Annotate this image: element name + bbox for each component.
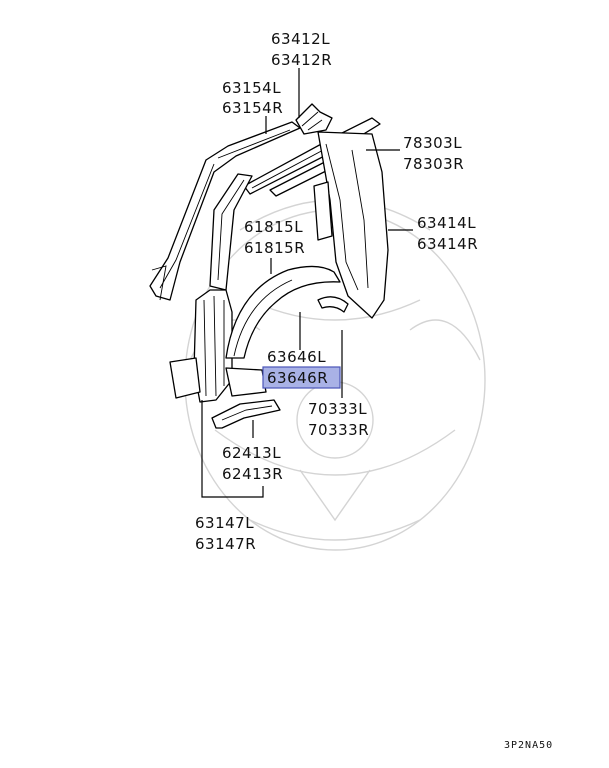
- diagram-code: 3P2NA50: [504, 740, 553, 751]
- part-63147-inner-pillar[interactable]: [169, 289, 267, 403]
- label-63646[interactable]: 63646L 63646R: [262, 348, 341, 389]
- label-63646-right: 63646R: [267, 369, 328, 387]
- part-63412-roof-rail[interactable]: [295, 103, 333, 135]
- label-78303-left: 78303L: [403, 134, 462, 152]
- label-78303[interactable]: 78303L 78303R: [403, 134, 464, 173]
- label-63147-right: 63147R: [195, 535, 256, 553]
- part-63646-wheelhouse[interactable]: [225, 265, 341, 359]
- label-70333-left: 70333L: [308, 400, 367, 418]
- label-63412[interactable]: 63412L 63412R: [271, 30, 332, 69]
- label-78303-right: 78303R: [403, 155, 464, 173]
- label-63414-right: 63414R: [417, 235, 478, 253]
- label-62413-left: 62413L: [222, 444, 281, 462]
- label-63646-left: 63646L: [267, 348, 326, 366]
- part-63154-front-pillar[interactable]: [149, 121, 301, 301]
- label-63154-right: 63154R: [222, 99, 283, 117]
- label-63147[interactable]: 63147L 63147R: [195, 514, 256, 553]
- leader-lines: [201, 68, 413, 498]
- label-63154[interactable]: 63154L 63154R: [222, 79, 283, 117]
- label-63154-left: 63154L: [222, 79, 281, 97]
- selected-part-highlight[interactable]: [262, 366, 341, 389]
- label-63414-left: 63414L: [417, 214, 476, 232]
- label-61815[interactable]: 61815L 61815R: [244, 218, 305, 257]
- label-62413-right: 62413R: [222, 465, 283, 483]
- part-63414-quarter-panel[interactable]: [313, 131, 389, 319]
- label-63412-right: 63412R: [271, 51, 332, 69]
- label-61815-right: 61815R: [244, 239, 305, 257]
- label-61815-left: 61815L: [244, 218, 303, 236]
- label-63414[interactable]: 63414L 63414R: [417, 214, 478, 253]
- label-63412-left: 63412L: [271, 30, 330, 48]
- part-62413-sill-bracket[interactable]: [211, 399, 281, 429]
- part-70333-wheelhouse-extension[interactable]: [317, 296, 349, 313]
- label-63147-left: 63147L: [195, 514, 254, 532]
- label-70333-right: 70333R: [308, 421, 369, 439]
- label-70333[interactable]: 70333L 70333R: [308, 400, 369, 439]
- label-62413[interactable]: 62413L 62413R: [222, 444, 283, 483]
